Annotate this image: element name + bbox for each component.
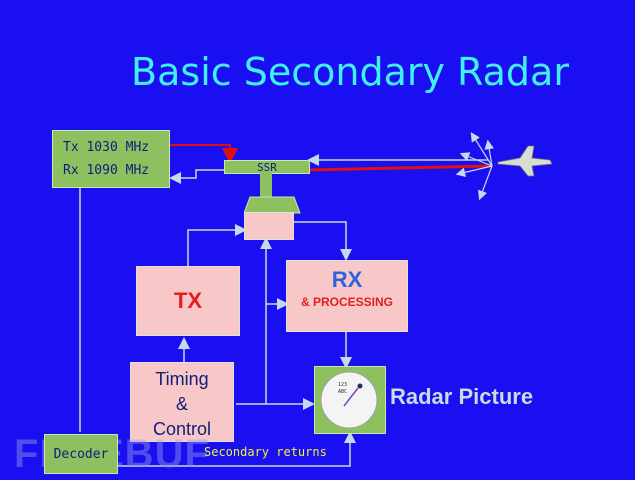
rx-frequency-label: Rx 1090 MHz xyxy=(63,163,150,178)
decoder-box: Decoder xyxy=(44,434,118,474)
decoder-label: Decoder xyxy=(53,446,109,462)
scope-text-line2: ABC xyxy=(338,389,347,395)
ssr-antenna: SSR xyxy=(224,160,310,174)
tx-signal-line xyxy=(168,144,238,164)
timing-line3: Control xyxy=(152,419,212,439)
radar-picture-label: Radar Picture xyxy=(390,384,534,409)
tx-block: TX xyxy=(136,266,240,336)
rx-block-subtitle: & PROCESSING xyxy=(300,295,393,309)
rx-signal-line xyxy=(169,169,224,184)
transceiver-box: Tx 1030 MHz Rx 1090 MHz xyxy=(52,130,170,188)
rx-processing-block: RX & PROCESSING xyxy=(286,260,408,332)
tx-frequency-label: Tx 1030 MHz xyxy=(63,140,150,155)
radar-scope-icon: 123 ABC xyxy=(320,371,378,429)
duplexer-box xyxy=(244,212,294,240)
timing-control-block: Timing & Control xyxy=(130,362,234,442)
rx-block-title: RX xyxy=(331,267,363,292)
scope-text-line1: 123 xyxy=(338,382,347,388)
interrogation-beam xyxy=(307,164,493,172)
aircraft-icon xyxy=(497,145,553,177)
page-title: Basic Secondary Radar xyxy=(131,50,569,94)
antenna-mount xyxy=(260,173,272,201)
antenna-dish-icon xyxy=(244,196,301,214)
ssr-label: SSR xyxy=(257,160,277,174)
timing-line2: & xyxy=(175,394,188,414)
secondary-returns-label: Secondary returns xyxy=(204,445,327,459)
tx-block-label: TX xyxy=(173,288,203,313)
timing-line1: Timing xyxy=(155,369,209,389)
